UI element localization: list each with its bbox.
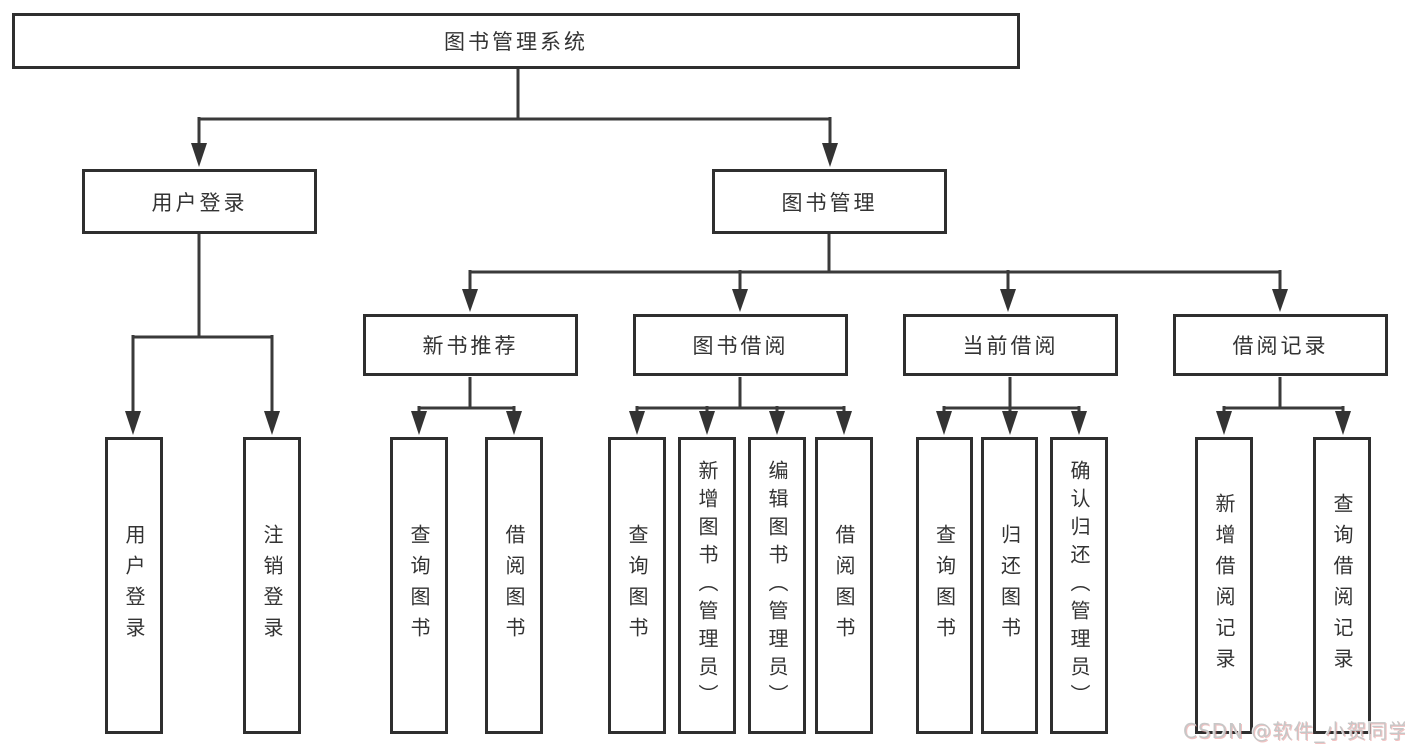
leaf-borrow-books: 借阅图书 bbox=[815, 437, 873, 734]
leaf-confirm-return-admin: 确认归还（管理员） bbox=[1050, 437, 1108, 734]
leaf-logout: 注销登录 bbox=[243, 437, 301, 734]
node-borrow-records: 借阅记录 bbox=[1173, 314, 1388, 376]
node-book-borrow: 图书借阅 bbox=[633, 314, 848, 376]
leaf-user-login: 用户登录 bbox=[105, 437, 163, 734]
leaf-add-books-admin: 新增图书（管理员） bbox=[678, 437, 736, 734]
leaf-edit-books-admin: 编辑图书（管理员） bbox=[748, 437, 806, 734]
node-current-borrow: 当前借阅 bbox=[903, 314, 1118, 376]
node-new-book-recommend: 新书推荐 bbox=[363, 314, 578, 376]
leaf-borrow-books-recommend: 借阅图书 bbox=[485, 437, 543, 734]
node-library-management-system: 图书管理系统 bbox=[12, 13, 1020, 69]
node-user-login-group: 用户登录 bbox=[82, 169, 317, 234]
leaf-query-books-recommend: 查询图书 bbox=[390, 437, 448, 734]
csdn-watermark: CSDN @软件_小贺同学 bbox=[1183, 719, 1405, 743]
node-book-management: 图书管理 bbox=[712, 169, 947, 234]
leaf-return-books: 归还图书 bbox=[981, 437, 1038, 734]
leaf-add-borrow-record: 新增借阅记录 bbox=[1195, 437, 1253, 734]
leaf-query-books-current: 查询图书 bbox=[916, 437, 973, 734]
leaf-query-books-borrow: 查询图书 bbox=[608, 437, 666, 734]
leaf-query-borrow-record: 查询借阅记录 bbox=[1313, 437, 1371, 734]
